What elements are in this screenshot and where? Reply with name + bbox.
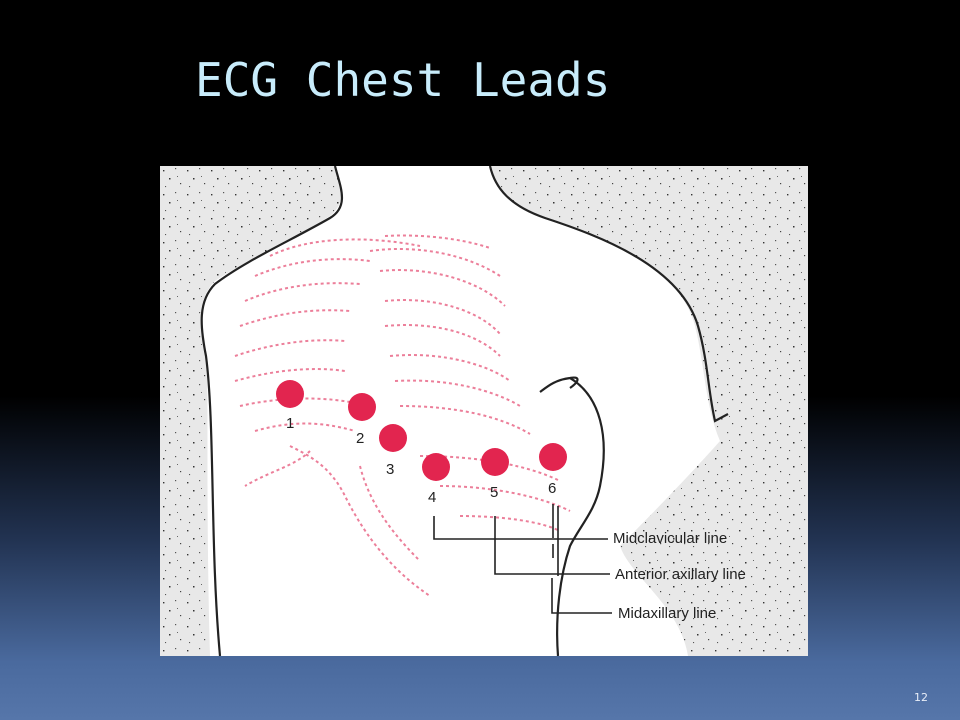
lead-label-v1: 1 — [286, 415, 294, 432]
electrode-v6 — [539, 443, 567, 471]
electrode-v2 — [348, 393, 376, 421]
midclavicular-line-label: Midclavicular line — [613, 530, 727, 547]
anterior-axillary-line-label: Anterior axillary line — [615, 566, 746, 583]
rib-lines — [234, 234, 571, 597]
reference-bracket-4 — [551, 578, 612, 614]
lead-label-v2: 2 — [356, 430, 364, 447]
reference-bracket-2 — [494, 516, 610, 575]
electrode-v1 — [276, 380, 304, 408]
lead-label-v6: 6 — [548, 480, 556, 497]
lead-label-v3: 3 — [386, 461, 394, 478]
electrode-v3 — [379, 424, 407, 452]
electrode-v5 — [481, 448, 509, 476]
slide-number: 12 — [914, 691, 928, 704]
slide-title: ECG Chest Leads — [195, 53, 611, 107]
armpit-outline — [539, 376, 605, 656]
neck-left-outline — [200, 166, 344, 656]
chest-leads-diagram: 1 2 3 4 5 6 Midclavicular line Anterior axill… — [160, 166, 808, 656]
electrode-v4 — [422, 453, 450, 481]
midaxillary-line-label: Midaxillary line — [618, 605, 716, 622]
chest-illustration: 1 2 3 4 5 6 Midclavicular line Anterior axill… — [160, 166, 808, 656]
neck-right-outline — [488, 166, 729, 423]
reference-line-brackets — [433, 504, 612, 614]
lead-label-v4: 4 — [428, 489, 436, 506]
lead-label-v5: 5 — [490, 484, 498, 501]
electrode-group: 1 2 3 4 5 6 — [276, 380, 567, 506]
reference-bracket-1 — [433, 516, 608, 540]
